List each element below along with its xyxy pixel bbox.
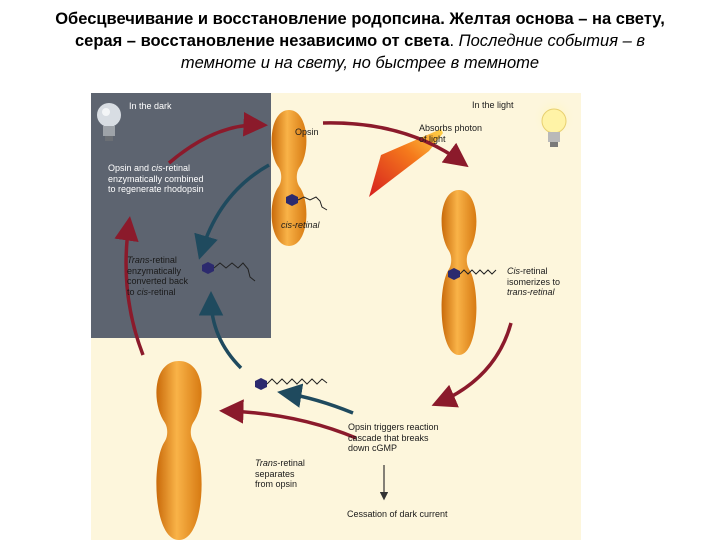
- label-in-light: In the light: [472, 100, 514, 110]
- arrow-to-light: [322, 121, 469, 168]
- opsin-top: [271, 110, 307, 246]
- label-trans-separates: Trans-retinal separates from opsin: [255, 458, 305, 489]
- label-opsin: Opsin: [295, 127, 319, 137]
- dark-bulb-icon: [97, 103, 121, 141]
- rhodopsin-cycle-figure: In the dark In the light Opsin cis-retin…: [91, 93, 581, 540]
- label-opsin-cascade: Opsin triggers reaction cascade that bre…: [348, 422, 439, 453]
- dark-panel: [91, 93, 271, 338]
- cis-retinal-dark: [202, 262, 256, 282]
- label-absorbs-photon: Absorbs photon of light: [419, 123, 483, 144]
- label-cis-retinal: cis-retinal: [281, 220, 320, 230]
- label-opsin-combined: Opsin and cis-retinal enzymatically comb…: [108, 163, 204, 194]
- cis-retinal-top: [286, 194, 328, 211]
- label-cessation: Cessation of dark current: [347, 509, 448, 519]
- arrow-teal-separate: [277, 383, 354, 415]
- arrow-to-cascade: [431, 322, 513, 408]
- title-line-2: серая – восстановление независимо от све…: [74, 32, 645, 50]
- arrow-to-separate: [219, 399, 357, 440]
- title-line-3: темноте и на свету, но быстрее в темноте: [180, 54, 540, 72]
- title-line-1: Обесцвечивание и восстановление родопсин…: [55, 10, 665, 28]
- light-bulb-icon: [532, 98, 576, 147]
- label-trans-converted: Trans-retinal enzymatically converted ba…: [127, 255, 189, 297]
- slide-title: Обесцвечивание и восстановление родопсин…: [10, 8, 710, 74]
- arrow-to-dark: [114, 216, 145, 356]
- arrow-regenerate: [167, 111, 268, 165]
- trans-retinal-right: [448, 268, 497, 280]
- trans-retinal-bottom: [255, 378, 328, 390]
- opsin-bottom-left: [156, 361, 202, 540]
- arrow-teal-trans: [198, 291, 243, 370]
- cycle-graphic: [97, 98, 576, 540]
- photon-cone-icon: [369, 129, 443, 197]
- arrow-teal-cis: [194, 163, 270, 260]
- label-in-dark: In the dark: [129, 101, 172, 111]
